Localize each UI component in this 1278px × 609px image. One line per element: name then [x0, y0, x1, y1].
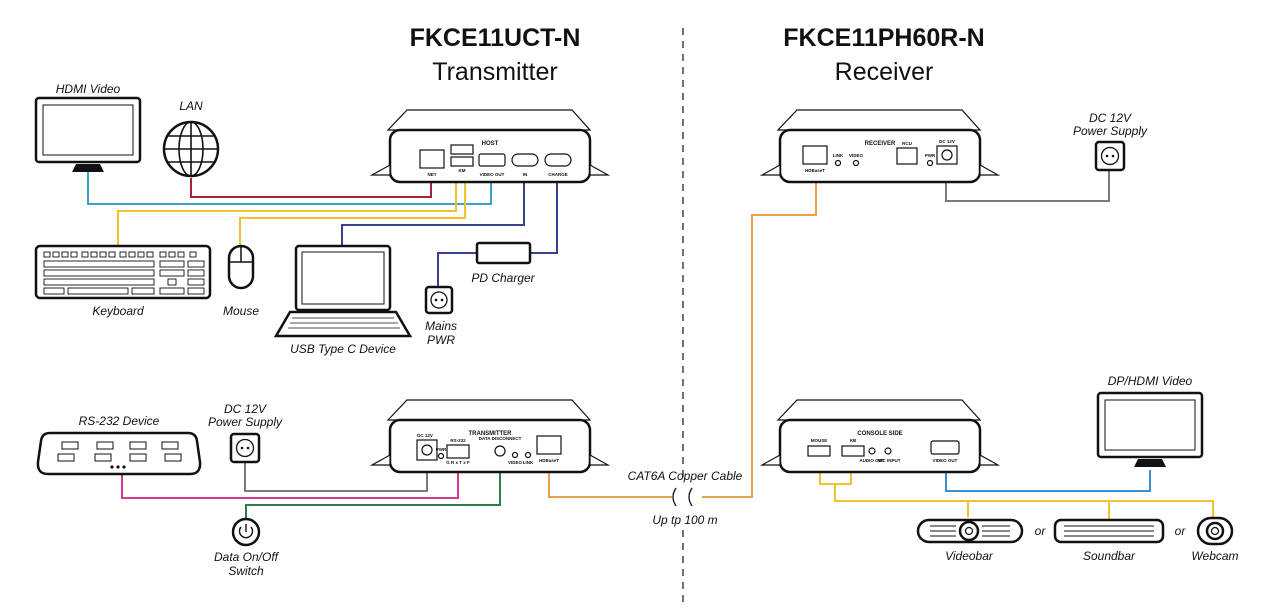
video-out-cable	[945, 470, 1151, 492]
console-unit-label: CONSOLE SIDE	[857, 431, 902, 437]
mouse-icon	[227, 244, 255, 290]
led-video-rx: VIDEO	[849, 153, 864, 158]
videobar-icon	[916, 518, 1024, 544]
port-in: IN	[523, 172, 528, 177]
usb-c-device-label: USB Type C Device	[290, 342, 396, 356]
transmitter-unit: TRANSMITTER DC 12V PWR RS-232 G R x T x …	[369, 399, 611, 474]
port-data-disconnect: DATA DISCONNECT	[479, 436, 522, 441]
pd-charger-label: PD Charger	[471, 271, 535, 285]
keyboard-label: Keyboard	[92, 304, 144, 318]
tx-supply-label-line2: Power Supply	[208, 415, 283, 429]
data-switch-label-line2: Switch	[228, 564, 264, 578]
rs232-cable	[121, 470, 459, 499]
tx-power-cable	[244, 462, 428, 492]
dp-hdmi-monitor	[1096, 391, 1204, 467]
transmitter-role: Transmitter	[432, 58, 557, 86]
console-usb-cable	[819, 470, 1214, 517]
data-switch-power-icon	[231, 517, 261, 547]
mains-label-line2: PWR	[427, 333, 455, 347]
mouse-cable	[239, 180, 466, 246]
webcam-label: Webcam	[1191, 549, 1238, 563]
port-dc-tx: DC 12V	[417, 433, 433, 438]
rx-power-cable	[945, 170, 1110, 202]
pd-charger-icon	[475, 241, 532, 265]
rx-power-supply-icon	[1094, 140, 1126, 172]
hdmi-cable	[87, 170, 492, 205]
hdmi-video-label: HDMI Video	[56, 82, 121, 96]
port-rcu: RCU	[902, 141, 912, 146]
hdmi-video-monitor	[34, 96, 142, 172]
charger-cable	[530, 180, 558, 254]
port-rs232-tx: RS-232	[450, 438, 466, 443]
usb-c-cable	[341, 180, 525, 246]
port-hdbaset-rx: HDBaseT	[805, 168, 825, 173]
port-mic-input: MIC INPUT	[878, 458, 901, 463]
cable-break-left	[672, 487, 677, 507]
cable-distance-label: Up tp 100 m	[652, 513, 717, 527]
led-link-tx: LINK	[523, 460, 534, 465]
led-video-tx: VIDEO	[508, 460, 523, 465]
receiver-model: FKCE11PH60R-N	[783, 24, 984, 52]
port-kb: KB	[850, 438, 857, 443]
led-link-rx: LINK	[833, 153, 844, 158]
soundbar-icon	[1053, 518, 1165, 544]
transmitter-model: FKCE11UCT-N	[410, 24, 581, 52]
rs232-device-icon	[36, 431, 202, 476]
rs232-device-label: RS-232 Device	[79, 414, 160, 428]
videobar-label: Videobar	[945, 549, 994, 563]
port-audio-out: AUDIO OUT	[859, 458, 885, 463]
mains-outlet-icon	[424, 285, 454, 315]
receiver-unit-label: RECEIVER	[865, 141, 896, 147]
webcam-icon	[1196, 516, 1234, 546]
console-kb-cable	[835, 470, 852, 485]
port-charge: CHARGE	[548, 172, 568, 177]
rx-supply-label-line1: DC 12V	[1089, 111, 1132, 125]
or-separator-1: or	[1035, 524, 1047, 538]
keyboard-cable	[117, 180, 457, 246]
port-dc-rx: DC 12V	[939, 139, 955, 144]
hdbaset-rx-cable	[702, 180, 817, 498]
port-video-out: VIDEO OUT	[480, 172, 505, 177]
port-net: NET	[428, 172, 437, 177]
lan-cable	[190, 178, 432, 198]
mains-cable	[437, 252, 477, 287]
keyboard-icon	[34, 244, 212, 300]
or-separator-2: or	[1175, 524, 1187, 538]
mains-label-line1: Mains	[425, 319, 457, 333]
port-mouse: MOUSE	[811, 438, 828, 443]
soundbar-label: Soundbar	[1083, 549, 1136, 563]
console-unit: CONSOLE SIDE MOUSE KB AUDIO OUT MIC INPU…	[759, 399, 1001, 474]
lan-label: LAN	[179, 99, 203, 113]
led-pwr-rx: PWR	[925, 153, 936, 158]
port-hdbaset-tx: HDBaseT	[539, 458, 559, 463]
rx-supply-label-line2: Power Supply	[1073, 124, 1148, 138]
hdbaset-tx-cable	[548, 470, 672, 498]
data-switch-label-line1: Data On/Off	[214, 550, 280, 564]
port-video-out-console: VIDEO OUT	[933, 458, 958, 463]
transmitter-unit-label: TRANSMITTER	[469, 431, 513, 437]
receiver-role: Receiver	[835, 58, 934, 86]
port-rs232-pins: G R x T x F	[446, 460, 470, 465]
port-km: KM	[459, 168, 466, 173]
mouse-label: Mouse	[223, 304, 259, 318]
host-unit: HOST NET KM VIDEO OUT IN CHARGE	[369, 109, 611, 184]
switch-cable	[245, 470, 501, 520]
receiver-unit: RECEIVER HDBaseT LINK VIDEO RCU PWR DC 1…	[759, 109, 1001, 184]
laptop-icon	[273, 244, 413, 338]
dp-hdmi-video-label: DP/HDMI Video	[1108, 374, 1193, 388]
host-unit-label: HOST	[482, 141, 499, 147]
cable-break-right	[688, 487, 693, 507]
tx-supply-label-line1: DC 12V	[224, 402, 267, 416]
tx-power-supply-icon	[229, 432, 261, 464]
cable-name-label: CAT6A Copper Cable	[628, 469, 743, 483]
lan-globe-icon	[162, 120, 220, 178]
led-pwr-tx: PWR	[436, 447, 447, 452]
